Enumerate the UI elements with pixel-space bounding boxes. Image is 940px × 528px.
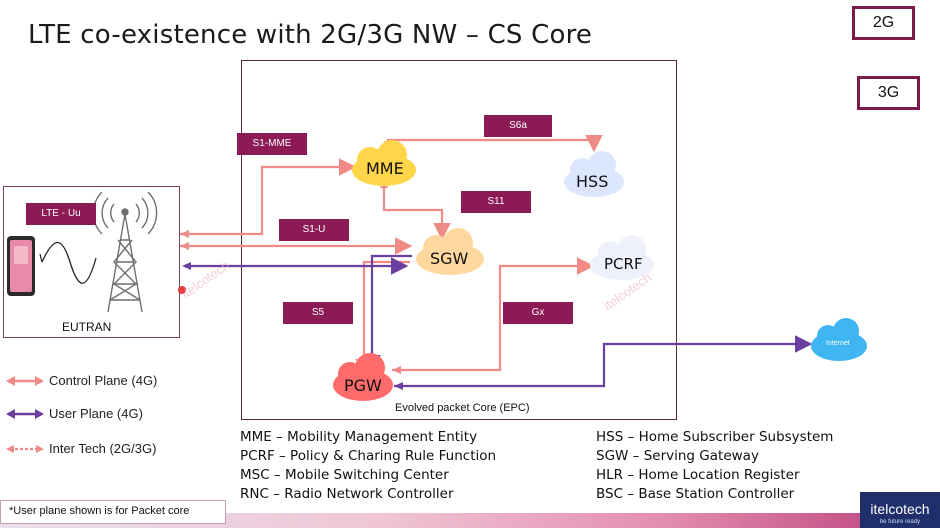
- eutran-box: [3, 186, 180, 338]
- logo-tagline: be future ready: [879, 519, 921, 525]
- page-title: LTE co-existence with 2G/3G NW – CS Core: [28, 20, 593, 50]
- internet-label: Internet: [826, 340, 850, 347]
- cell-tower-icon: [92, 191, 158, 313]
- tag-s1-mme: S1-MME: [237, 133, 307, 155]
- definition-item: RNC – Radio Network Controller: [240, 486, 454, 502]
- legend-user-line: [6, 409, 44, 419]
- pcrf-cloud: [590, 235, 654, 280]
- sgw-cloud: [416, 228, 484, 275]
- definition-item: PCRF – Policy & Charing Rule Function: [240, 448, 497, 464]
- legend-intertech-label: Inter Tech (2G/3G): [49, 441, 157, 456]
- user-plane-links: [190, 254, 813, 388]
- tag-lte-uu: LTE - Uu: [26, 203, 96, 225]
- footer-note: *User plane shown is for Packet core: [0, 500, 226, 524]
- tag-s6a: S6a: [484, 115, 552, 137]
- tag-gx: Gx: [503, 302, 573, 324]
- tag-s11: S11: [461, 191, 531, 213]
- tab-2g[interactable]: 2G: [852, 6, 915, 40]
- user-arrowheads: [182, 262, 403, 390]
- legend-user-label: User Plane (4G): [49, 406, 143, 421]
- phone-icon: [7, 236, 35, 296]
- definition-item: HSS – Home Subscriber Subsystem: [596, 429, 834, 445]
- definition-item: MSC – Mobile Switching Center: [240, 467, 449, 483]
- tag-s1-u: S1-U: [279, 219, 349, 241]
- definitions-left: MME – Mobility Management Entity PCRF – …: [240, 428, 496, 504]
- radio-wave: [41, 241, 97, 284]
- pcrf-label: PCRF: [604, 255, 643, 273]
- sgw-label: SGW: [430, 249, 469, 268]
- legend-control-label: Control Plane (4G): [49, 373, 158, 388]
- hss-cloud: [564, 151, 624, 197]
- itelcotech-logo: itelcotech be future ready: [860, 492, 940, 528]
- legend-control-line: [6, 376, 44, 386]
- epc-label: Evolved packet Core (EPC): [395, 402, 530, 414]
- logo-name: itelcotech: [870, 501, 930, 517]
- definitions-right: HSS – Home Subscriber Subsystem SGW – Se…: [596, 428, 833, 504]
- legend-intertech-line: [6, 445, 44, 453]
- eutran-label: EUTRAN: [62, 320, 112, 334]
- tag-s5: S5: [283, 302, 353, 324]
- internet-cloud: [811, 318, 867, 361]
- tab-3g[interactable]: 3G: [857, 76, 920, 110]
- pgw-cloud: [333, 353, 393, 401]
- definition-item: BSC – Base Station Controller: [596, 486, 795, 502]
- definition-item: HLR – Home Location Register: [596, 467, 800, 483]
- definition-item: SGW – Serving Gateway: [596, 448, 759, 464]
- mme-label: MME: [366, 159, 404, 178]
- red-dot: [178, 286, 186, 294]
- pgw-label: PGW: [344, 376, 382, 395]
- mme-cloud: [352, 140, 416, 186]
- definition-item: MME – Mobility Management Entity: [240, 429, 478, 445]
- bottom-gradient-bar: [0, 513, 940, 528]
- hss-label: HSS: [576, 172, 609, 191]
- epc-box: [241, 60, 677, 420]
